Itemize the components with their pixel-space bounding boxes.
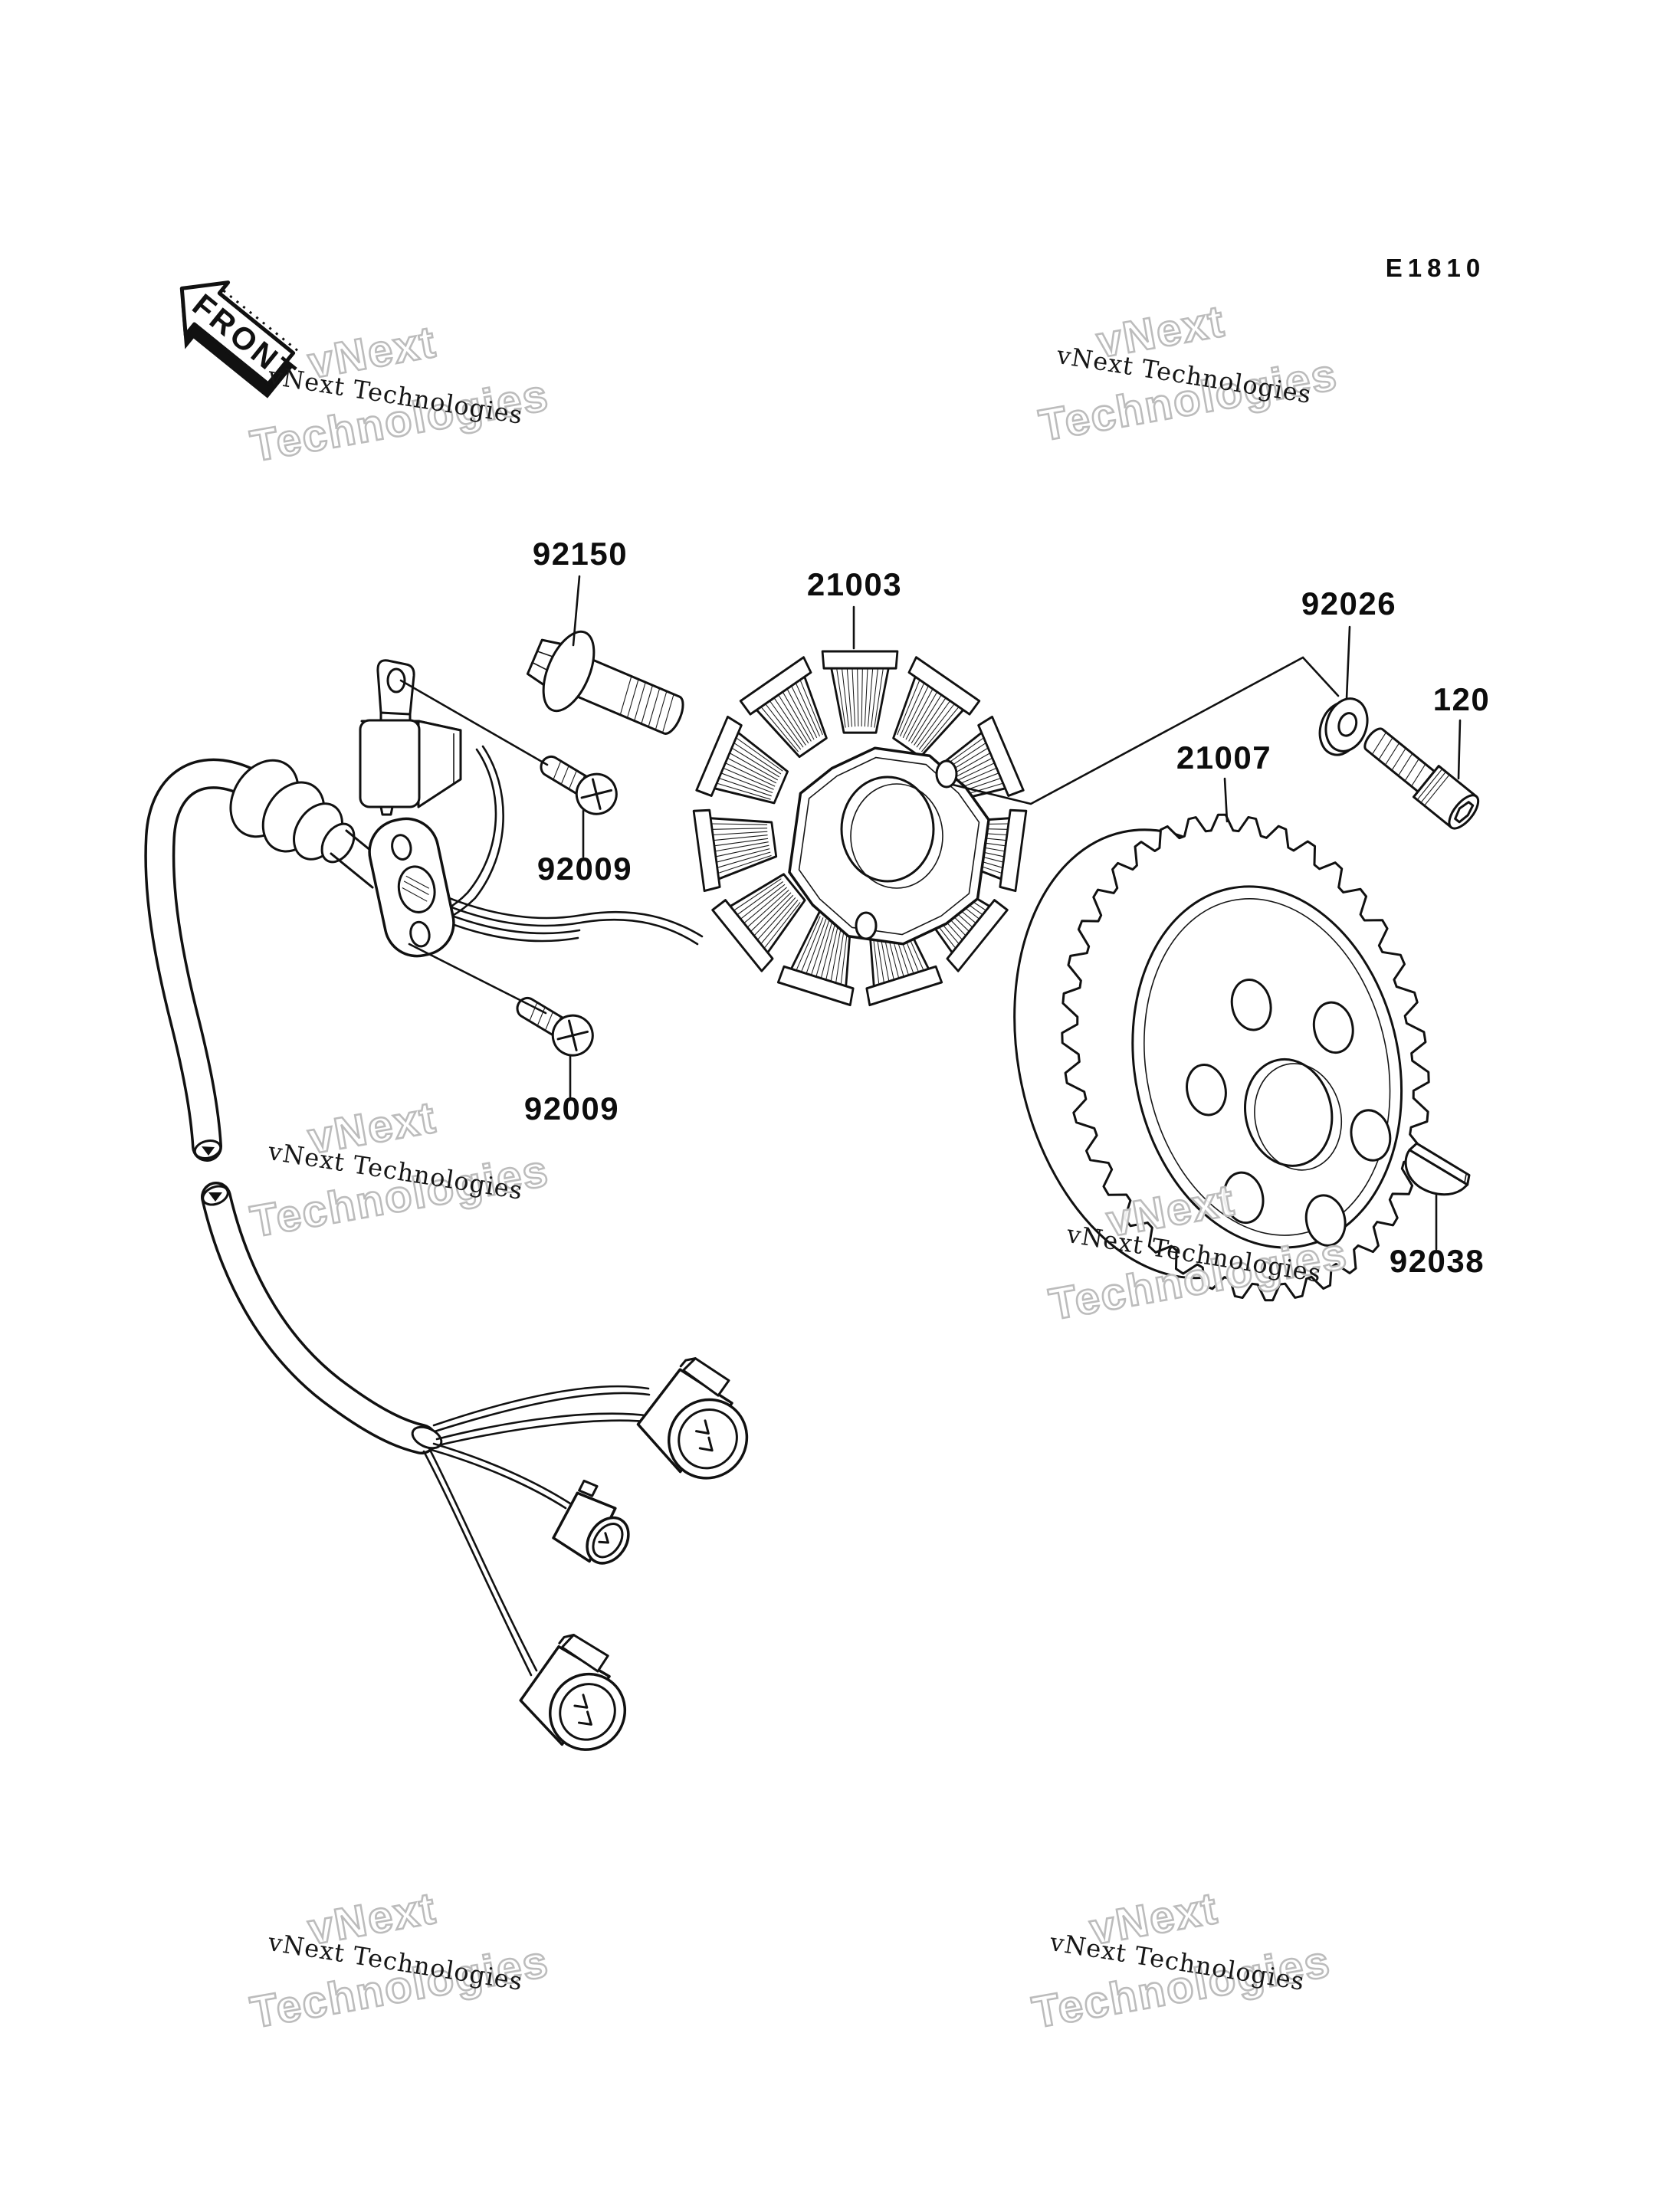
- regulator-bracket: [376, 659, 415, 723]
- washer-92026: [1318, 697, 1369, 756]
- bolt-92150-threads: [620, 677, 674, 733]
- diagram-code: E1810: [1386, 254, 1485, 282]
- line-art: FRONT: [144, 280, 1480, 1751]
- flywheel-hub: [1186, 979, 1392, 1247]
- part-label-92009-lower: 92009: [524, 1090, 619, 1126]
- grommet-boot: [229, 759, 389, 889]
- watermark-top-left: vNext Technologies vNext Technologies: [246, 316, 553, 472]
- regulator-box: [359, 719, 462, 816]
- screw-92009-upper: [540, 755, 618, 815]
- part-label-92009-upper: 92009: [537, 851, 632, 887]
- leader-lines: [399, 575, 1462, 1251]
- watermark-top-right: vNext Technologies vNext Technologies: [1035, 295, 1342, 451]
- part-label-21007: 21007: [1176, 739, 1271, 776]
- part-label-92026: 92026: [1301, 585, 1396, 621]
- connector-upper: [636, 1357, 749, 1480]
- bolt-120: [1363, 727, 1480, 830]
- screw-92009-lower: [516, 996, 594, 1057]
- watermark-bottom-right: vNext Technologies vNext Technologies: [1028, 1882, 1335, 2038]
- part-label-120: 120: [1433, 681, 1491, 717]
- connector-middle: [552, 1479, 630, 1565]
- output-harness: [201, 1182, 749, 1751]
- part-label-92150: 92150: [533, 536, 628, 572]
- bolt-92150: [526, 630, 684, 735]
- grommet-plate: [368, 817, 455, 958]
- part-label-92038: 92038: [1390, 1243, 1485, 1279]
- watermark-bottom-left: vNext Technologies vNext Technologies: [246, 1882, 553, 2038]
- stator-lead-cable: [144, 758, 262, 1162]
- part-labels: E1810 92150 21003 92026 120 21007 92009 …: [524, 254, 1491, 1279]
- connector-lower: [519, 1634, 627, 1751]
- watermark-middle-left: vNext Technologies vNext Technologies: [246, 1091, 553, 1248]
- harness-branch-wires: [422, 1385, 655, 1677]
- stator-21003: [692, 650, 1028, 1007]
- key-92038: [1404, 1142, 1471, 1196]
- stator-hub: [788, 746, 990, 946]
- flywheel-21007: [1013, 813, 1430, 1302]
- part-label-21003: 21003: [807, 566, 902, 602]
